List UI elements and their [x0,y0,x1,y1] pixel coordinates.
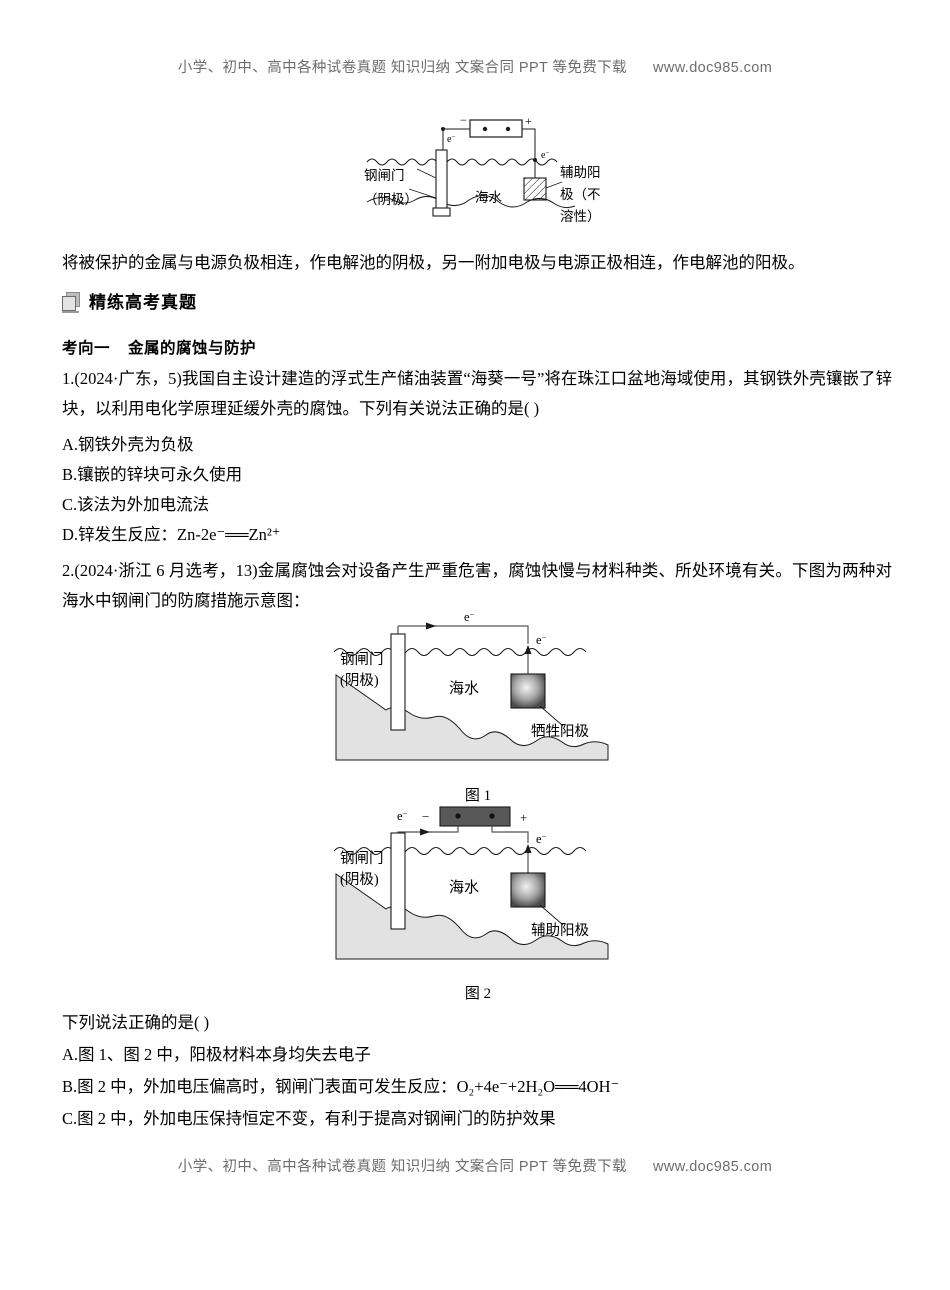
battery-terminal-dot-left [482,126,488,132]
steel-gate-electrode [435,149,448,213]
question-1-stem: 1.(2024·广东，5)我国自主设计建造的浮式生产储油装置“海葵一号”将在珠江… [62,369,892,418]
header-watermark-url: www.doc985.com [652,60,773,76]
cathode-line-1: 钢闸门 [340,851,384,867]
figure-2-cathode-label: 钢闸门 (阴极) [340,849,384,891]
steel-gate-electrode [390,832,406,930]
figure-1-seawater-label: 海水 [449,681,480,697]
battery-terminal-dot-right [505,126,511,132]
kaoxiang-label: 考向一 [62,340,111,357]
question-2-option-c: C.图 2 中，外加电压保持恒定不变，有利于提高对钢闸门的防护效果 [62,1109,556,1128]
question-2-option-a: A.图 1、图 2 中，阳极材料本身均失去电子 [62,1045,371,1064]
figure-top-seawater-label: 海水 [475,190,502,205]
electron-label-left: e− [447,133,455,145]
footer-watermark-text: 小学、初中、高中各种试卷真题 知识归纳 文案合同 PPT 等免费下载 [177,1159,627,1175]
header-watermark: 小学、初中、高中各种试卷真题 知识归纳 文案合同 PPT 等免费下载 www.do… [0,56,950,77]
cathode-line-1: 钢闸门 [340,652,384,668]
seabed-line [366,195,576,209]
figure-1-anode-label: 牺牲阳极 [531,724,589,740]
footer-watermark: 小学、初中、高中各种试卷真题 知识归纳 文案合同 PPT 等免费下载 www.do… [0,1155,950,1176]
electron-flow-arrow-up [524,844,532,853]
water-surface-line [333,648,587,656]
leader-anode [539,705,564,727]
question-1-option-b: B.镶嵌的锌块可永久使用 [62,465,243,484]
sacrificial-anode-block [510,673,546,709]
cathode-sub-text: （阴极） [364,192,418,207]
auxiliary-anode-block [523,177,547,201]
anode-line-2: 极（不 [560,187,601,202]
icon-base-bar [62,311,79,313]
electron-flow-arrow-left [426,622,436,630]
question-1-option-c: C.该法为外加电流法 [62,495,210,514]
seabed-mass [335,674,609,761]
figure-1-caption: 图 1 [464,788,492,804]
figure-2-anode-label: 辅助阳极 [531,923,589,939]
cathode-text: 钢闸门 [364,168,405,183]
electron-label-top: e− [464,612,475,624]
figure-1-sacrificial-anode: e− e− 钢闸门 (阴极) 海水 牺牲阳极 图 1 [318,609,638,804]
electron-label-right: e− [541,149,549,161]
figure-1-svg: e− e− [333,609,609,761]
leader-anode [545,181,563,189]
wire-positive [491,826,529,843]
electron-label-right: e− [536,632,547,647]
question-2-option-b-text: B.图 2 中，外加电压偏高时，钢闸门表面可发生反应： [62,1077,457,1096]
terminal-negative-label: − [422,809,429,824]
leader-cathode-2 [408,188,437,199]
battery-terminal-dot-left [455,813,461,819]
footer-watermark-url: www.doc985.com [652,1159,773,1175]
auxiliary-anode-block [510,872,546,908]
kaoxiang-name: 金属的腐蚀与防护 [128,340,257,357]
terminal-negative-label: − [460,113,467,127]
water-surface-line [366,158,558,166]
question-2-stem: 2.(2024·浙江 6 月选考，13)金属腐蚀会对设备产生严重危害，腐蚀快慢与… [62,561,892,610]
wire-right [522,128,536,160]
icon-front-sheet [62,296,76,311]
figure-top-cathode-label: 钢闸门 （阴极） [364,164,418,212]
section-title: 精练高考真题 [89,293,197,312]
figure-2-caption: 图 2 [464,986,492,1002]
circuit-wire [398,625,529,644]
anode-line-1: 辅助阳 [560,165,601,180]
water-surface-line [333,847,587,855]
terminal-positive-label: + [525,114,532,128]
header-watermark-text: 小学、初中、高中各种试卷真题 知识归纳 文案合同 PPT 等免费下载 [177,60,627,76]
question-1-option-d: D.锌发生反应：Zn-2e⁻══Zn²⁺ [62,520,892,550]
figure-2-svg: − + e− e− [333,806,609,960]
steel-gate-base [432,207,451,217]
figure-top-anode-label: 辅助阳 极（不 溶性） [560,162,601,228]
power-supply-box [439,806,511,827]
question-2-option-b: B.图 2 中，外加电压偏高时，钢闸门表面可发生反应：O₂+4e⁻+2H₂O══… [62,1072,892,1102]
electron-flow-arrow-left [420,828,430,836]
figure-impressed-current-top: − + e− e− 钢闸门 （阴极） 海水 辅助阳 极（不 溶性） [364,112,601,237]
leader-cathode [416,168,437,179]
seabed-mass [335,873,609,960]
anode-line-3: 溶性） [560,209,601,224]
steel-gate-electrode [390,633,406,731]
figure-1-cathode-label: 钢闸门 (阴极) [340,650,384,692]
question-1-option-d-equation: Zn-2e⁻══Zn²⁺ [177,525,281,544]
terminal-positive-label: + [520,810,527,825]
figure-top-svg: − + e− e− [366,113,576,217]
question-1-option-a: A.钢铁外壳为负极 [62,435,194,454]
question-1-option-d-text: D.锌发生反应： [62,525,178,544]
electron-flow-arrow-up [524,645,532,654]
power-supply-box [469,119,523,138]
lead-paragraph: 将被保护的金属与电源负极相连，作电解池的阴极，另一附加电极与电源正极相连，作电解… [62,253,805,272]
documents-stack-icon [62,292,80,313]
kaoxiang-heading: 考向一金属的腐蚀与防护 [62,336,256,358]
cathode-line-2: (阴极) [340,673,379,689]
leader-anode [539,904,564,926]
question-2-tail: 下列说法正确的是( ) [62,1013,210,1032]
electron-label-left: e− [397,808,408,823]
figure-2-seawater-label: 海水 [449,880,480,896]
question-2-option-b-equation: O₂+4e⁻+2H₂O══4OH⁻ [456,1077,620,1096]
section-header: 精练高考真题 [62,288,662,318]
electron-label-right: e− [536,831,547,846]
cathode-line-2: (阴极) [340,872,379,888]
battery-terminal-dot-right [489,813,495,819]
node-left [441,127,445,131]
figure-2-impressed-current: − + e− e− 钢闸门 (阴极) 海水 辅助阳极 图 2 [318,802,638,1002]
